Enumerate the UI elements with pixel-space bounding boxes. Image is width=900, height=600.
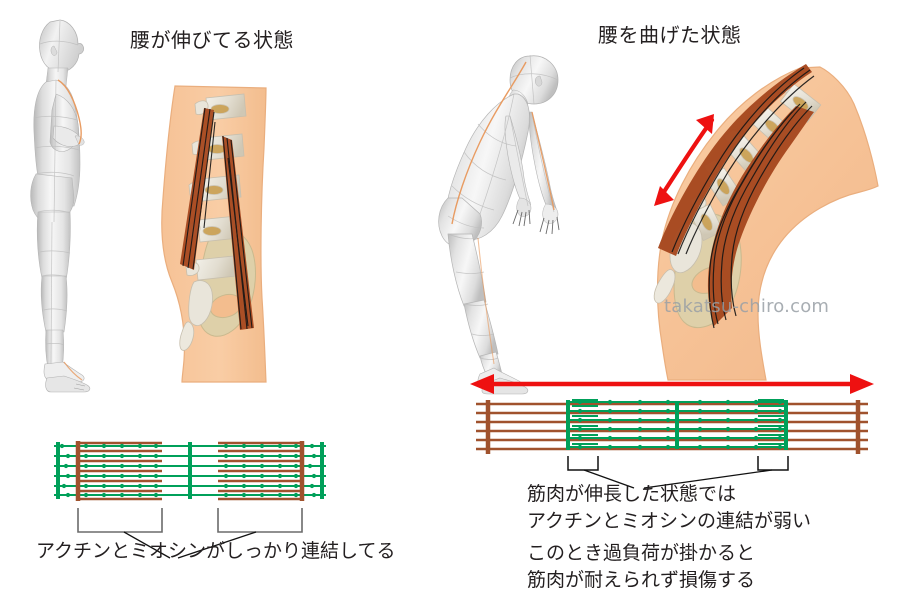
caption-right-line-1: 筋肉が伸長した状態では [527, 484, 737, 505]
myosin-anchors [75, 441, 305, 501]
mannequin-mesh-lines-bent [447, 54, 559, 360]
mannequin-body [30, 19, 91, 393]
caption-right-line-2: アクチンとミオシンの連結が弱い [527, 511, 812, 532]
panel-title-right: 腰を曲げた状態 [598, 25, 742, 47]
leg-trace-line-bent [477, 237, 495, 365]
anatomy-lumbar-neutral [148, 78, 294, 384]
stretch-arrow-horizontal [470, 374, 874, 394]
myosin-anchors-stretched [485, 400, 861, 454]
mannequin-mesh-lines [33, 20, 80, 365]
watermark-text: takatsu-chiro.com [664, 296, 830, 317]
cross-bridges [59, 443, 317, 498]
spine-trace-line [57, 79, 82, 145]
spine-trace-line-bent [451, 61, 527, 225]
erector-spinae-deep [222, 136, 254, 330]
stretch-arrow-diagonal [654, 114, 715, 206]
coccyx-bone-flexed [653, 269, 676, 304]
sarcomere-diagram-stretched [462, 370, 882, 492]
arm-trace-line-bent [531, 111, 555, 211]
myosin-filaments [78, 441, 302, 501]
anatomy-lumbar-flexed [628, 58, 884, 384]
cross-bridges-stretched [577, 399, 783, 450]
overlap-brackets-stretched [567, 456, 789, 471]
sacrum-bone [188, 280, 213, 326]
caption-right-secondary: このとき過負荷が掛かると 筋肉が耐えられず損傷する [527, 540, 755, 594]
foot-trace-line [63, 361, 83, 381]
panel-title-left: 腰が伸びてる状態 [130, 30, 294, 52]
muscle-fiber-lines [182, 107, 253, 330]
erector-spinae-deep-flexed [707, 106, 814, 326]
caption-left: アクチンとミオシンがしっかり連結してる [36, 541, 396, 562]
standing-human-figure [16, 14, 136, 394]
sarcomere-diagram-contracted [52, 432, 328, 560]
muscle-fiber-lines-flexed [671, 67, 815, 329]
z-lines-stretched [566, 400, 788, 450]
leader-lines [123, 531, 257, 559]
erector-spinae-posterior-flexed [658, 64, 812, 256]
caption-right-primary: 筋肉が伸長した状態では アクチンとミオシンの連結が弱い [527, 481, 811, 535]
caption-right-line-3: このとき過負荷が掛かると [527, 543, 756, 564]
myosin-filaments-stretched [476, 402, 868, 451]
leader-lines-stretched [583, 469, 773, 489]
overlap-brackets [77, 508, 303, 533]
caption-right-line-4: 筋肉が耐えられず損傷する [527, 570, 756, 591]
coccyx-bone [179, 321, 195, 351]
z-lines [56, 442, 324, 499]
bending-human-figure [418, 38, 608, 395]
